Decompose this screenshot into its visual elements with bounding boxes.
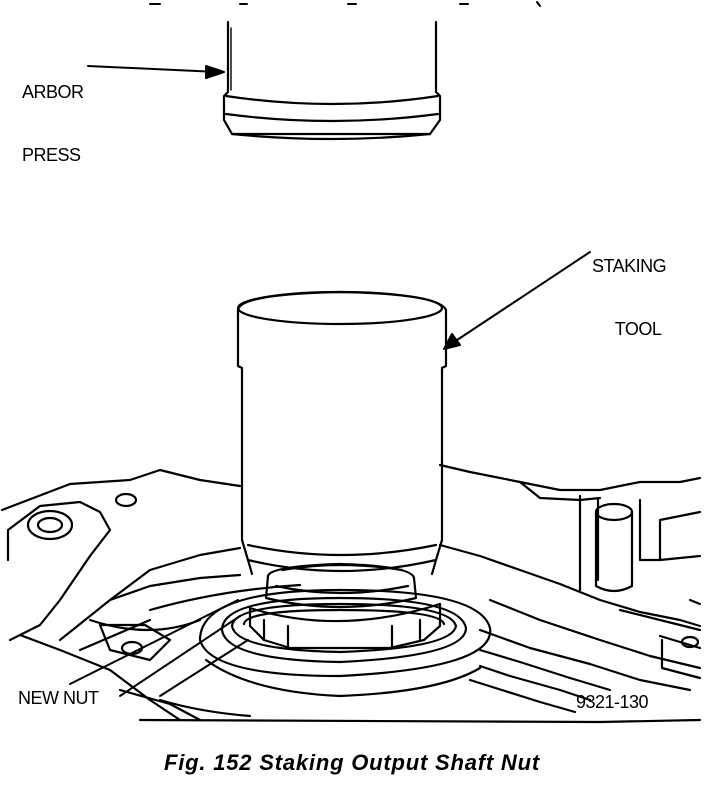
arbor-press-label: ARBOR PRESS <box>22 40 84 187</box>
staking-tool <box>236 290 448 576</box>
figure-code: 9321-130 <box>576 692 649 712</box>
figure-caption: Fig. 152 Staking Output Shaft Nut <box>164 750 540 775</box>
top-edge-marks <box>149 1 541 7</box>
arbor-press-ram <box>222 20 442 141</box>
staking-tool-label-line1: STAKING <box>592 256 667 276</box>
leader-arrows <box>69 65 591 697</box>
seal-rings <box>198 588 492 698</box>
staking-tool-label: STAKING TOOL <box>592 214 667 361</box>
staking-tool-label-line2: TOOL <box>614 319 662 339</box>
arbor-press-label-line2: PRESS <box>22 145 81 165</box>
arbor-press-label-line1: ARBOR <box>22 82 84 102</box>
new-nut-label: NEW NUT <box>18 688 99 708</box>
